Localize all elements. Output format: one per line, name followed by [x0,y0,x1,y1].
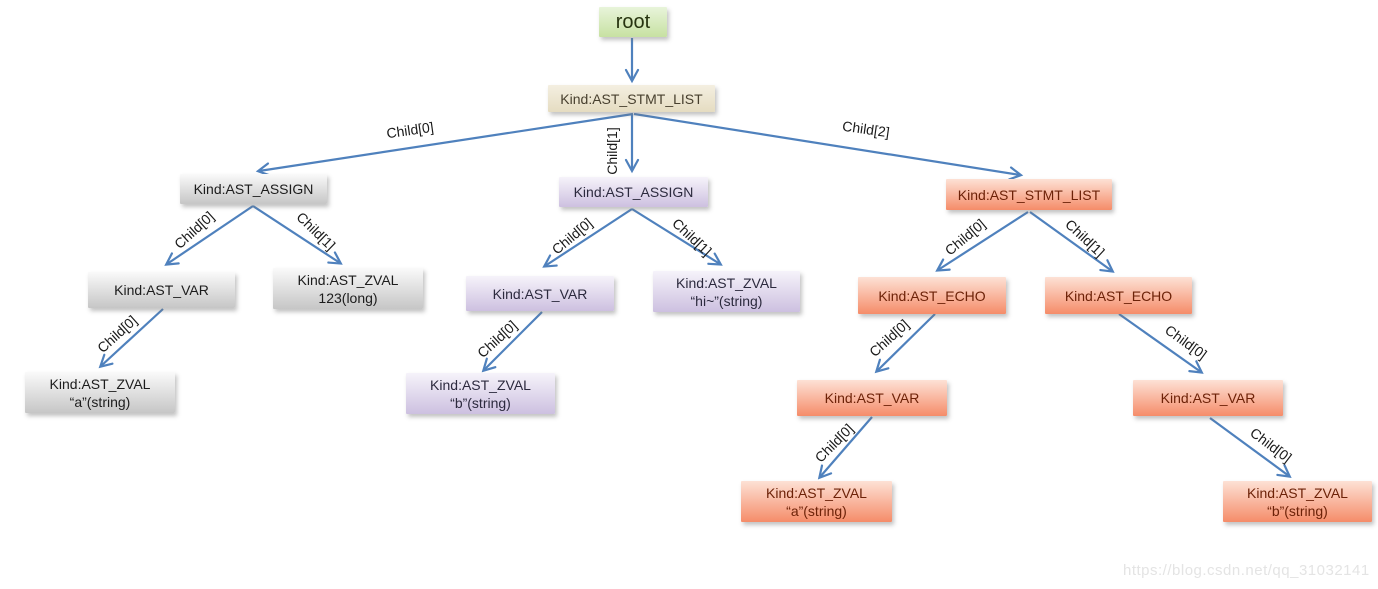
arrow-echo-1-to-var [874,313,936,374]
node-label: Kind:AST_VAR [824,390,920,406]
arrow-stmt-right-to-echo-1 [935,211,1029,272]
node-label: Kind:AST_VAR [1160,390,1256,406]
node-root: root [599,7,667,37]
node-zval-a-right: Kind:AST_ZVAL “a”(string) [741,481,892,522]
arrow-var-left-to-zval-a [98,308,164,369]
node-assign-left: Kind:AST_ASSIGN [180,174,327,204]
node-echo-1: Kind:AST_ECHO [858,277,1006,314]
node-label: Kind:AST_ASSIGN [573,184,694,200]
node-label: Kind:AST_ZVAL [297,271,399,288]
arrow-assign-left-to-var [164,205,254,266]
node-label: root [615,11,651,33]
node-sublabel: 123(long) [318,289,378,306]
node-sublabel: “b”(string) [450,394,511,411]
arrow-assign-left-to-zval123 [252,205,343,265]
node-sublabel: “b”(string) [1267,502,1328,519]
watermark-url: https://blog.csdn.net/qq_31032141 [1123,562,1370,579]
node-label: Kind:AST_ECHO [1064,287,1173,304]
node-zval-123: Kind:AST_ZVAL 123(long) [273,268,423,309]
node-label: Kind:AST_ZVAL [49,375,151,392]
node-assign-mid: Kind:AST_ASSIGN [559,177,708,207]
node-label: Kind:AST_ZVAL [766,484,867,501]
arrow-var-mid-to-zval-b [481,311,543,373]
arrow-stmt-to-assign-left [255,112,634,177]
node-var-right-1: Kind:AST_VAR [797,380,947,416]
node-zval-b-mid: Kind:AST_ZVAL “b”(string) [406,373,555,414]
node-var-right-2: Kind:AST_VAR [1133,380,1283,416]
arrow-var-r2-to-zval-b [1209,417,1292,478]
node-sublabel: “a”(string) [786,502,847,519]
node-zval-a-left: Kind:AST_ZVAL “a”(string) [25,372,175,413]
arrow-assign-mid-to-var [542,208,633,268]
node-zval-hi: Kind:AST_ZVAL “hi~”(string) [653,271,800,312]
node-label: Kind:AST_ZVAL [430,376,531,393]
node-zval-b-right: Kind:AST_ZVAL “b”(string) [1223,481,1372,522]
node-label: Kind:AST_ZVAL [676,274,777,291]
edge-label-child-1: Child[1] [604,127,620,175]
arrow-stmt-right-to-echo-2 [1029,211,1115,273]
arrow-assign-mid-to-zval-hi [631,208,723,266]
node-label: Kind:AST_ECHO [878,287,986,304]
arrow-stmt-to-stmt-right [633,112,1024,181]
node-stmt-list-right: Kind:AST_STMT_LIST [946,179,1112,210]
node-var-mid: Kind:AST_VAR [466,276,614,311]
node-label: Kind:AST_ZVAL [1247,484,1348,501]
node-label: Kind:AST_STMT_LIST [957,186,1101,203]
node-echo-2: Kind:AST_ECHO [1045,277,1192,314]
node-var-left: Kind:AST_VAR [88,272,235,308]
node-label: Kind:AST_VAR [492,285,588,302]
node-sublabel: “hi~”(string) [690,292,763,309]
node-sublabel: “a”(string) [69,393,131,410]
node-stmt-list: Kind:AST_STMT_LIST [548,85,715,112]
arrow-var-r1-to-zval-a [817,416,873,480]
node-label: Kind:AST_STMT_LIST [560,90,703,107]
node-label: Kind:AST_ASSIGN [193,181,314,197]
arrow-echo-2-to-var [1118,313,1204,374]
node-label: Kind:AST_VAR [114,282,209,298]
